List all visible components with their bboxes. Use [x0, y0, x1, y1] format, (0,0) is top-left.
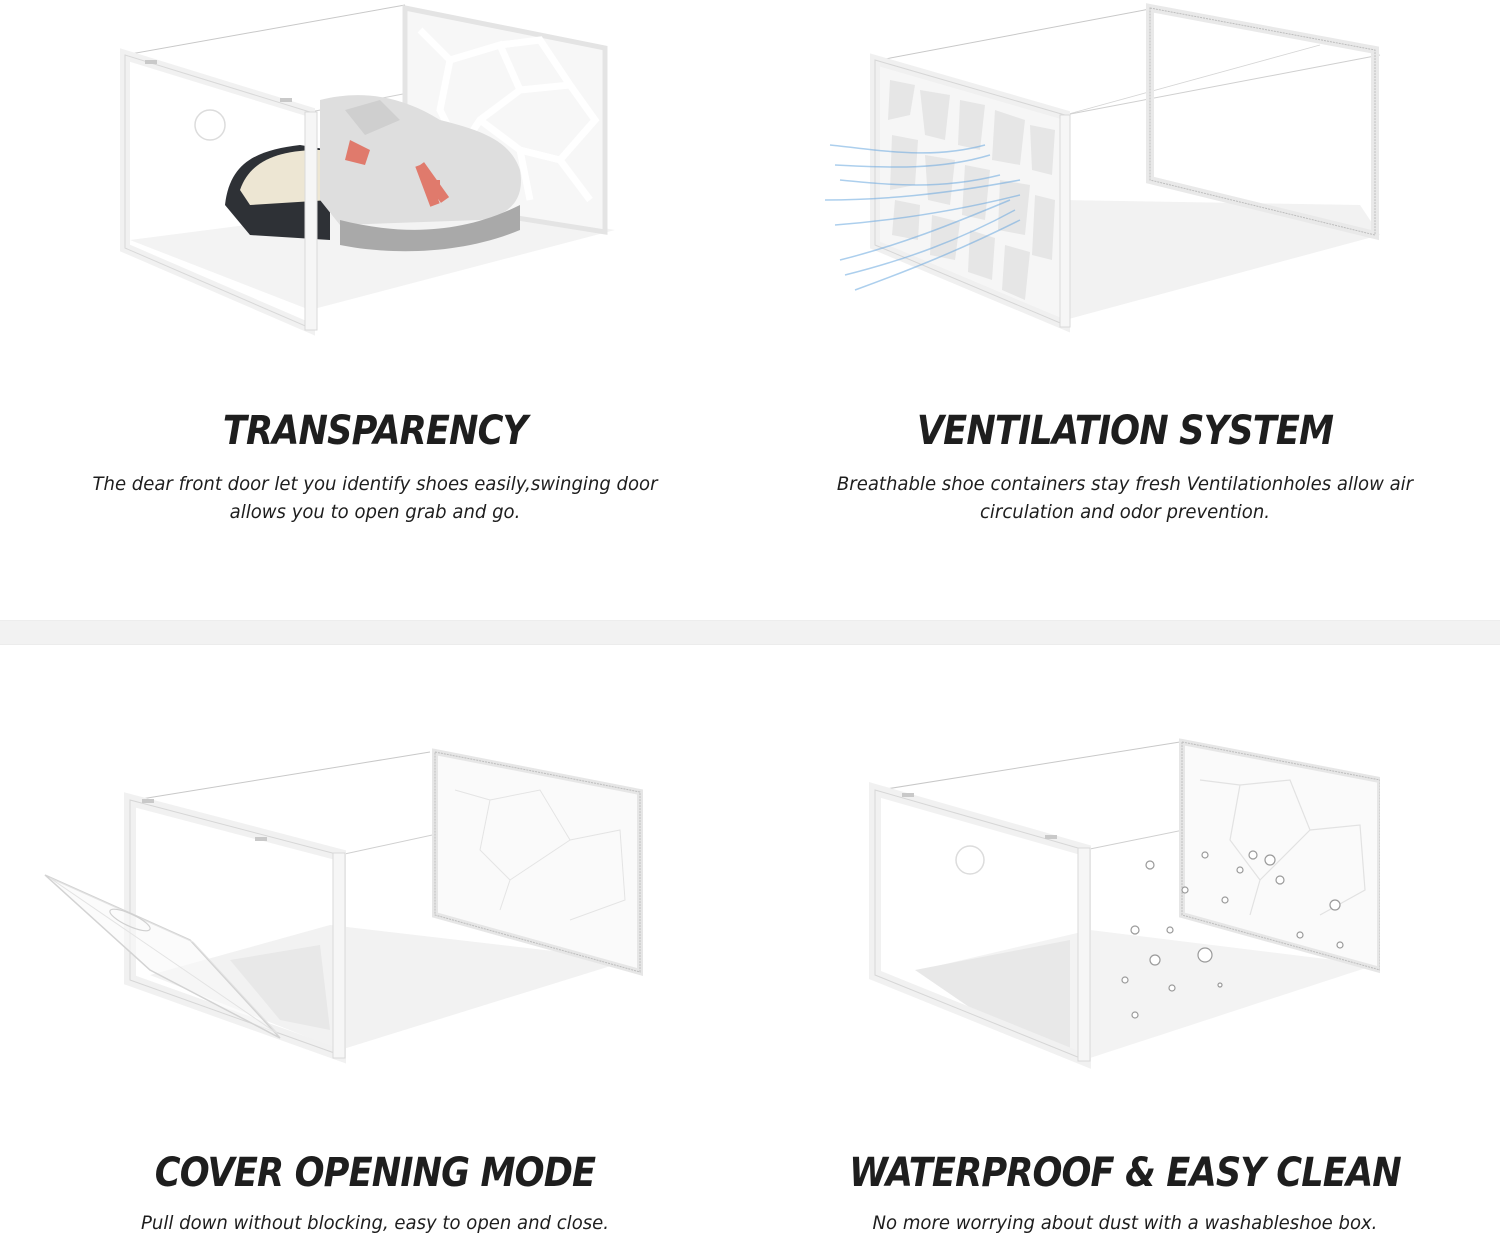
shoe-box-door-open-image — [44, 748, 643, 1064]
feature-waterproof: WATERPROOF & EASY CLEAN No more worrying… — [750, 643, 1500, 1238]
shoe-box-ventilation-image — [824, 3, 1381, 333]
feature-description: Breathable shoe containers stay fresh Ve… — [769, 470, 1482, 526]
feature-ventilation: VENTILATION SYSTEM Breathable shoe conta… — [750, 0, 1500, 620]
section-separator — [0, 620, 1500, 645]
feature-description-line: Pull down without blocking, easy to open… — [141, 1212, 609, 1234]
shoe-box-with-sneakers-image — [120, 4, 615, 336]
feature-description-line: circulation and odor prevention. — [979, 501, 1271, 523]
feature-title: COVER OPENING MODE — [154, 1150, 596, 1196]
feature-description-line: allows you to open grab and go. — [229, 501, 521, 523]
feature-title: TRANSPARENCY — [222, 408, 528, 454]
feature-transparency: TRANSPARENCY The dear front door let you… — [0, 0, 750, 620]
shoe-box-water-droplets-image — [869, 738, 1380, 1069]
feature-description-line: The dear front door let you identify sho… — [92, 473, 658, 495]
feature-description: No more worrying about dust with a washa… — [769, 1209, 1482, 1237]
feature-title: WATERPROOF & EASY CLEAN — [849, 1150, 1402, 1196]
feature-cover-opening: COVER OPENING MODE Pull down without blo… — [0, 643, 750, 1238]
feature-title: VENTILATION SYSTEM — [916, 408, 1334, 454]
feature-description-line: No more worrying about dust with a washa… — [872, 1212, 1378, 1234]
feature-description: Pull down without blocking, easy to open… — [19, 1209, 732, 1237]
feature-description: The dear front door let you identify sho… — [19, 470, 732, 526]
feature-description-line: Breathable shoe containers stay fresh Ve… — [836, 473, 1414, 495]
